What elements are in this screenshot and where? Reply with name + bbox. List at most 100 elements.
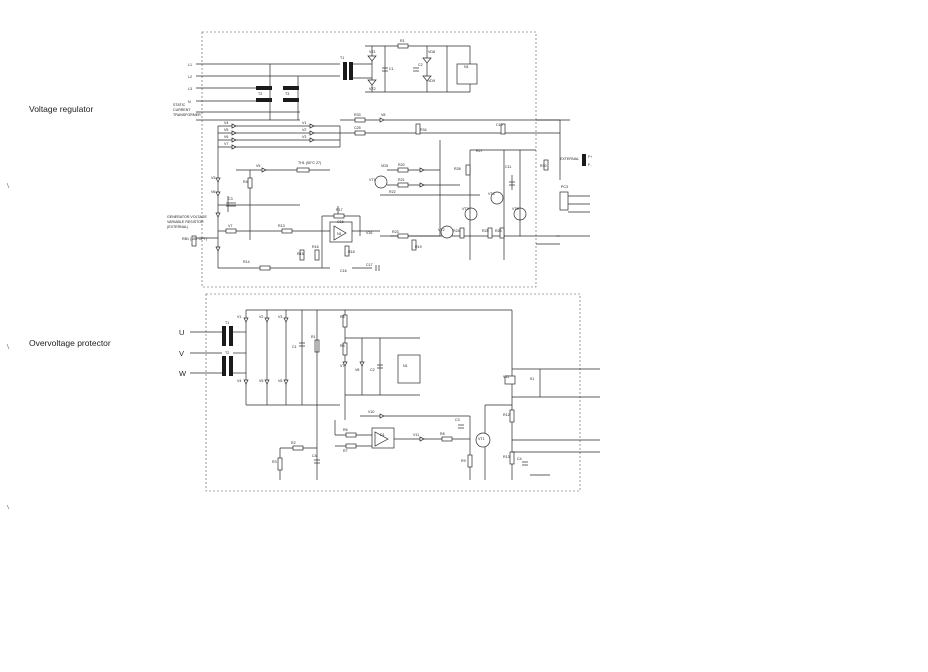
svg-text:R6: R6 xyxy=(343,428,348,432)
svg-text:VT4: VT4 xyxy=(488,192,495,196)
svg-text:R8: R8 xyxy=(440,432,445,436)
op-transformers: T1 T2 xyxy=(222,321,246,376)
vr-transformers: T1 T2 T3 xyxy=(256,56,353,120)
var-res-note-1: GENERATOR VOLTAGE xyxy=(167,215,207,219)
op-comparator: R6 R7 D1 V10 V11 R8 xyxy=(334,410,470,453)
svg-text:R22: R22 xyxy=(389,190,396,194)
svg-text:R30: R30 xyxy=(540,164,547,168)
svg-text:V2: V2 xyxy=(259,315,263,319)
svg-text:V6: V6 xyxy=(211,190,215,194)
svg-text:C2: C2 xyxy=(418,63,423,67)
svg-text:C11: C11 xyxy=(505,165,511,169)
ct-note-3: TRANSFORMER xyxy=(173,113,201,117)
vr-buses: R33 C25 V8 R34 C10 xyxy=(218,113,570,269)
vr-input-l3: L3 xyxy=(188,87,192,91)
svg-text:C4: C4 xyxy=(312,454,317,458)
op-inputs: U V W xyxy=(179,328,222,378)
svg-text:T3: T3 xyxy=(285,92,289,96)
svg-text:V3: V3 xyxy=(211,176,215,180)
svg-text:C4: C4 xyxy=(517,457,522,461)
svg-text:C1: C1 xyxy=(292,345,297,349)
svg-text:N1: N1 xyxy=(337,232,342,236)
svg-text:R9: R9 xyxy=(461,459,466,463)
svg-text:C16: C16 xyxy=(340,269,347,273)
svg-text:R19: R19 xyxy=(415,245,422,249)
svg-text:C17: C17 xyxy=(366,263,373,267)
svg-text:R4: R4 xyxy=(243,180,248,184)
voltage-regulator-schematic: L1 L2 L3 N STATIC CURRENT TRANSFORMER T1… xyxy=(167,31,592,288)
vr-input-l1: L1 xyxy=(188,63,192,67)
svg-text:V3: V3 xyxy=(278,315,282,319)
svg-text:VT3: VT3 xyxy=(462,207,469,211)
svg-text:R28: R28 xyxy=(454,167,461,171)
svg-text:R4: R4 xyxy=(340,315,345,319)
svg-text:C3: C3 xyxy=(455,418,460,422)
op-bridge: V1 V2 V3 V4 V5 V6 C1 R1 xyxy=(237,309,512,480)
svg-text:C15: C15 xyxy=(337,220,344,224)
svg-text:VD5: VD5 xyxy=(381,164,388,168)
svg-text:F+: F+ xyxy=(588,155,592,159)
svg-text:V12: V12 xyxy=(503,375,509,379)
svg-text:R20: R20 xyxy=(398,163,405,167)
svg-text:T1: T1 xyxy=(225,321,229,325)
svg-text:V10: V10 xyxy=(368,410,374,414)
svg-text:R23: R23 xyxy=(392,230,399,234)
svg-text:R25: R25 xyxy=(482,229,489,233)
overvoltage-protector-schematic: U V W T1 T2 xyxy=(179,293,600,492)
svg-text:R16: R16 xyxy=(312,245,319,249)
svg-text:V2: V2 xyxy=(302,128,306,132)
ct-note-1: STATIC xyxy=(173,103,186,107)
svg-text:TH1 (50°C 27): TH1 (50°C 27) xyxy=(298,161,321,165)
overvoltage-protector-title: Overvoltage protector xyxy=(29,338,111,348)
vr-dashed-frame xyxy=(201,31,537,288)
svg-text:V1: V1 xyxy=(237,315,241,319)
svg-text:C1: C1 xyxy=(389,67,394,71)
svg-text:R21: R21 xyxy=(398,178,405,182)
svg-text:R15: R15 xyxy=(297,252,304,256)
svg-text:R1: R1 xyxy=(311,335,316,339)
op-input-u: U xyxy=(179,328,184,337)
svg-text:F-: F- xyxy=(588,163,592,167)
op-output-stage: VT1 C3 R9 V12 R12 R13 C4 K1 xyxy=(455,310,600,480)
svg-text:V5: V5 xyxy=(224,128,228,132)
svg-text:R33: R33 xyxy=(354,113,361,117)
var-res-note-2: VARIABLE RESISTOR xyxy=(167,220,204,224)
svg-text:V8: V8 xyxy=(381,113,385,117)
pot-note: RB1 (10K OPT) xyxy=(182,237,207,241)
svg-text:V4: V4 xyxy=(237,379,241,383)
ct-note-2: CURRENT xyxy=(173,108,191,112)
svg-text:V4: V4 xyxy=(224,121,228,125)
vr-inputs: L1 L2 L3 N STATIC CURRENT TRANSFORMER xyxy=(173,63,340,121)
svg-text:V16: V16 xyxy=(366,231,372,235)
voltage-regulator-title: Voltage regulator xyxy=(29,104,94,114)
svg-text:V5: V5 xyxy=(259,379,263,383)
svg-text:V8: V8 xyxy=(355,368,359,372)
op-divider: R4 R5 V7 V8 C2 N1 xyxy=(340,310,421,420)
vr-opamp: R17 C15 N1 V16 R16 R18 R15 C16 C17 xyxy=(297,206,380,273)
svg-text:C2: C2 xyxy=(370,368,375,372)
svg-text:R24: R24 xyxy=(453,229,460,233)
svg-text:V7: V7 xyxy=(340,364,344,368)
svg-text:R13: R13 xyxy=(503,455,510,459)
vr-input-l2: L2 xyxy=(188,75,192,79)
svg-text:R2: R2 xyxy=(291,441,296,445)
op-input-w: W xyxy=(179,369,187,378)
svg-text:R1: R1 xyxy=(400,39,405,43)
svg-text:VZ2: VZ2 xyxy=(369,87,376,91)
vr-lower-left: R4 V5 TH1 (50°C 27) C3 V7 R13 R14 V3 V6 … xyxy=(167,161,321,271)
svg-text:VZ1: VZ1 xyxy=(369,50,376,54)
vr-input-n: N xyxy=(188,100,191,104)
svg-text:T2: T2 xyxy=(225,351,229,355)
svg-text:VT1: VT1 xyxy=(369,178,376,182)
var-res-note-3: (EXTERNAL) xyxy=(167,225,188,229)
svg-text:V11: V11 xyxy=(413,433,419,437)
svg-text:K1: K1 xyxy=(530,377,534,381)
svg-text:R12: R12 xyxy=(503,413,510,417)
svg-text:D1: D1 xyxy=(380,433,385,437)
svg-text:VD8: VD8 xyxy=(428,50,435,54)
svg-text:N1: N1 xyxy=(403,364,408,368)
svg-text:C25: C25 xyxy=(354,126,361,130)
svg-text:V6: V6 xyxy=(278,379,282,383)
svg-text:VD9: VD9 xyxy=(428,79,435,83)
